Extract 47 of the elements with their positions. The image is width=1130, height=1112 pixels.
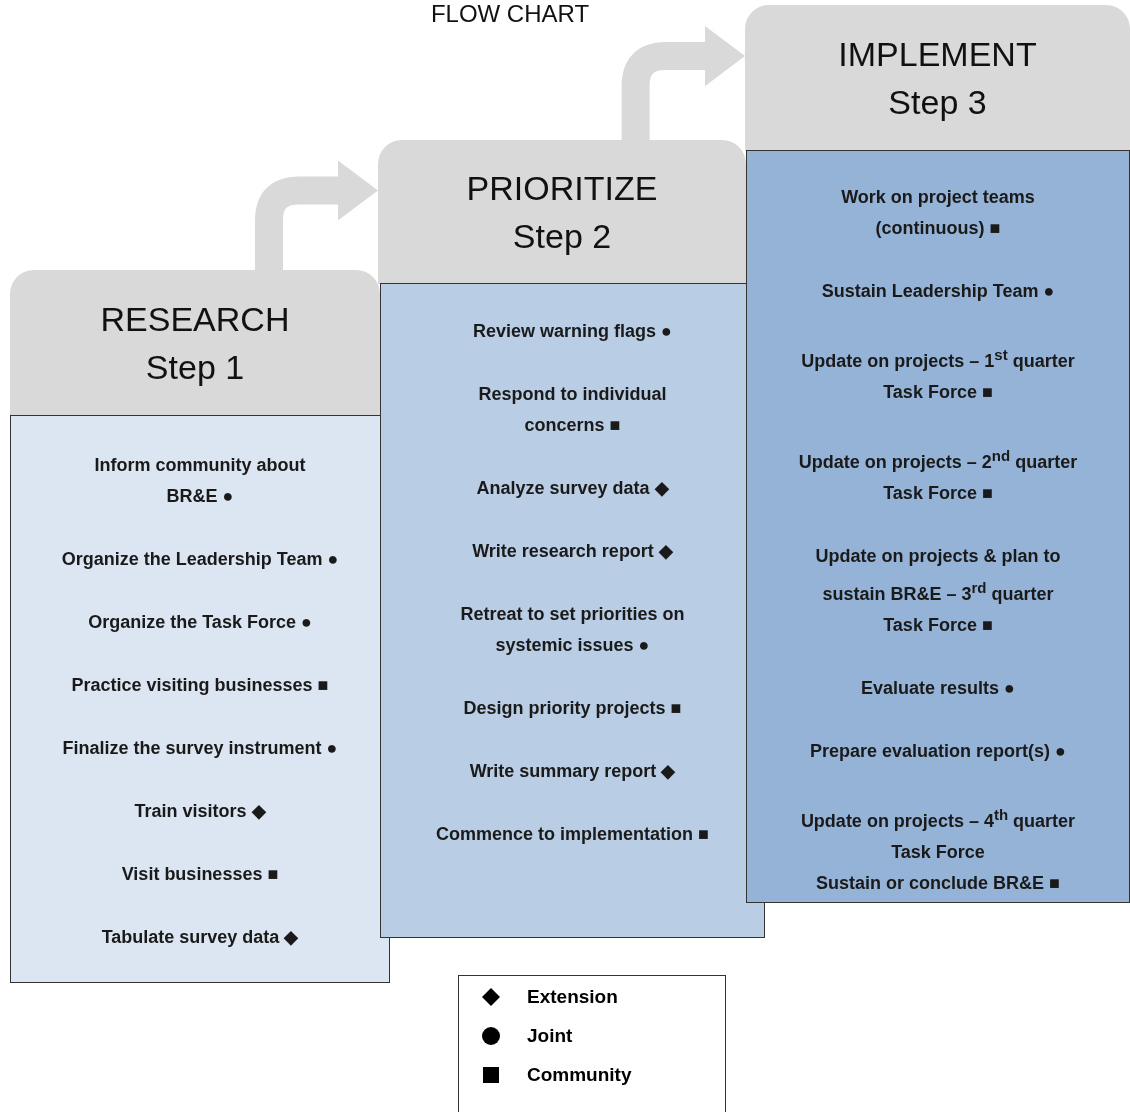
task-list-panel	[10, 415, 390, 983]
step-header-box	[745, 5, 1130, 151]
task-text: Inform community about BR&E ●	[93, 454, 307, 508]
step-number: Step 3	[888, 82, 987, 123]
task-list-panel	[746, 150, 1130, 903]
legend-label: Extension	[527, 986, 618, 1008]
task-text: Write research report ◆	[472, 540, 673, 563]
task-text: Practice visiting businesses ■	[71, 674, 329, 697]
task-text: Update on projects – 1$^{st}$ quarter	[801, 345, 1075, 373]
curved-arrow	[621, 26, 745, 140]
step-header-box	[10, 270, 380, 416]
task-text: Train visitors ◆	[134, 800, 266, 823]
task-text: Tabulate survey data ◆	[101, 926, 299, 949]
step-title: PRIORITIZE	[466, 168, 658, 209]
task-text: Design priority projects ■	[463, 697, 682, 720]
task-text: Prepare evaluation report(s) ●	[810, 740, 1066, 763]
task-text: Evaluate results ●	[861, 677, 1015, 700]
step-header-box	[378, 140, 746, 284]
task-list-panel	[380, 283, 765, 938]
task-text: Write summary report ◆	[469, 760, 676, 783]
chart-title: FLOW CHART	[429, 0, 591, 28]
task-text: Update on projects & plan to sustain BR&E – 3$^{rd}$ quarter	[814, 545, 1062, 606]
legend-label: Joint	[527, 1025, 573, 1047]
task-text: Respond to individual concerns ■	[477, 383, 668, 437]
task-text: Work on project teams (continuous) ■	[840, 186, 1036, 240]
task-text: Visit businesses ■	[121, 863, 279, 886]
step-number: Step 1	[145, 347, 245, 388]
step-number: Step 2	[512, 216, 612, 257]
step-title: RESEARCH	[100, 299, 290, 340]
task-text: Sustain Leadership Team ●	[821, 280, 1055, 303]
task-text: Review warning flags ●	[473, 320, 672, 343]
task-text: Commence to implementation ■	[436, 823, 709, 846]
task-text: Organize the Leadership Team ●	[61, 548, 339, 571]
task-text: Organize the Task Force ●	[88, 611, 312, 634]
curved-arrow	[255, 160, 378, 270]
task-text: Task Force	[891, 841, 985, 864]
task-text: Retreat to set priorities on systemic issues ●	[459, 603, 686, 657]
task-text: Task Force ■	[883, 482, 993, 505]
legend-label: Community	[527, 1064, 632, 1086]
task-text: Sustain or conclude BR&E ■	[816, 872, 1060, 895]
step-title: IMPLEMENT	[838, 34, 1037, 75]
task-text: Task Force ■	[883, 381, 993, 404]
task-text: Finalize the survey instrument ●	[62, 737, 338, 760]
task-text: Analyze survey data ◆	[476, 477, 669, 500]
task-text: Update on projects – 4$^{th}$ quarter	[800, 805, 1076, 833]
task-text: Update on projects – 2$^{nd}$ quarter	[798, 446, 1078, 474]
task-text: Task Force ■	[883, 614, 993, 637]
